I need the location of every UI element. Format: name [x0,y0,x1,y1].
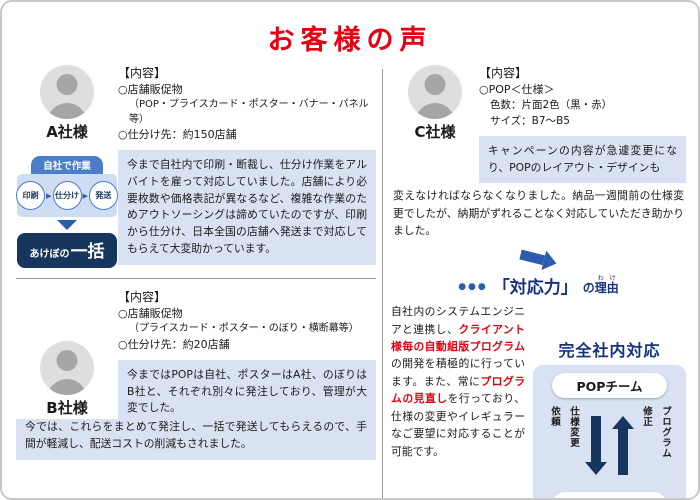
company-a-testimonial: 今まで自社内で印刷・断裁し、仕分け作業をアルバイトを雇って対応していました。店舗… [118,150,376,265]
step-arrow-icon: ▶ [46,191,52,200]
company-a-section: A社様 自社で作業 印刷 ▶ 仕分け ▶ 発送 あけぼの一括 [16,65,376,268]
reason-heading: ●●● 「対応力」 の理由わけ [391,273,686,298]
pop-team-box: POPチーム [551,373,668,399]
content-line: ○店舗販促物 [118,83,183,97]
up-arrow-icon [612,415,634,475]
content-line: ○仕分け先：約20店舗 [118,337,230,351]
company-a-label: A社様 [46,123,88,141]
flow-label-program: プログラム [660,406,671,459]
person-icon [47,379,87,395]
company-a-avatar [40,65,94,119]
company-a-content: 【内容】 ○店舗販促物 （POP・プライスカード・ポスター・バナー・パネル等） … [118,65,376,268]
content-header: 【内容】 [118,66,167,80]
workflow-steps: 印刷 ▶ 仕分け ▶ 発送 [16,174,118,217]
company-b-avatar-column: B社様 [16,289,118,419]
flow-label-request: 依頼 [549,406,560,428]
reason-text-normal: の開発を積極的に行っています。また、常に [391,357,525,388]
step-print: 印刷 [16,181,46,210]
inhouse-flow: 依頼 仕様変更 修正 プログラム [541,404,678,486]
person-icon [56,350,78,371]
akebono-batch-box: あけぼの一括 [17,233,117,268]
reason-heading-main: 「対応力」 [492,278,578,299]
person-icon [47,103,87,119]
company-a-avatar-column: A社様 自社で作業 印刷 ▶ 仕分け ▶ 発送 あけぼの一括 [16,65,118,268]
inhouse-support-diagram: 完全社内対応 POPチーム 依頼 仕様変更 修正 プログラム 社内SE [533,303,686,498]
step-ship: 発送 [88,181,118,210]
content-line: サイズ：B7～B5 [490,114,570,127]
company-b-content: 【内容】 ○店舗販促物 （プライスカード・ポスター・のぼり・横断幕等） ○仕分け… [118,289,376,419]
reason-paragraph: 自社内のシステムエンジニアと連携し、クライアント様毎の自動組版プログラムの開発を… [391,303,526,498]
company-c-label: C社様 [414,123,456,141]
content-line: ○仕分け先：約150店舗 [118,128,237,142]
flow-label-fix: 修正 [641,406,652,428]
company-b-testimonial-part2: 今では、これらをまとめて発注し、一括で発送してもらえるので、手間が軽減し、配送コ… [16,418,376,461]
section-divider [16,278,376,279]
company-b-testimonial-part1: 今まではPOPは自社、ポスターはA社、のぼりはB社と、それぞれ別々に発注しており… [118,359,376,419]
content-line: （POP・プライスカード・ポスター・バナー・パネル等） [129,99,369,125]
company-c-testimonial-part1: キャンペーンの内容が急遽変更になり、POPのレイアウト・デザインも [479,135,686,184]
inhouse-work-header: 自社で作業 [31,156,103,174]
company-c-avatar-column: C社様 [391,65,479,183]
reason-text-highlight: プログラムの見直し [391,374,526,406]
dots-icon: ●●● [458,282,488,293]
person-icon [415,103,455,119]
inhouse-work-diagram: 自社で作業 印刷 ▶ 仕分け ▶ 発送 あけぼの一括 [16,154,118,268]
main-area: A社様 自社で作業 印刷 ▶ 仕分け ▶ 発送 あけぼの一括 [2,57,698,498]
company-c-content: 【内容】 ○POP＜仕様＞ 色数：片面2色（黒・赤） サイズ：B7～B5 キャン… [479,65,686,184]
content-line: ○POP＜仕様＞ [479,83,555,97]
right-column: C社様 【内容】 ○POP＜仕様＞ 色数：片面2色（黒・赤） サイズ：B7～B5… [391,65,686,498]
company-c-avatar [408,65,462,119]
company-b-avatar [40,341,94,395]
reason-text-normal: を行っており、仕様の変更やイレギュラーなご要望に対応することが可能です。 [391,392,525,458]
content-line: 色数：片面2色（黒・赤） [490,99,613,112]
reason-body-area: 自社内のシステムエンジニアと連携し、クライアント様毎の自動組版プログラムの開発を… [391,303,686,498]
reason-heading-suffix: の理由わけ [582,275,619,296]
akebono-emphasis: 一括 [70,242,105,262]
company-c-testimonial-part2: 変えなければならなくなりました。納品一週間前の仕様変更でしたが、納期がずれること… [393,189,684,237]
akebono-label: あけぼの [29,249,70,260]
company-b-label: B社様 [46,399,88,417]
down-arrow-icon [585,415,607,475]
content-header: 【内容】 [479,66,528,80]
person-icon [424,74,446,95]
inhouse-support-box: POPチーム 依頼 仕様変更 修正 プログラム 社内SE [533,365,686,498]
column-divider [382,69,383,498]
content-line: （プライスカード・ポスター・のぼり・横断幕等） [129,323,359,335]
content-line: ○店舗販促物 [118,307,183,321]
reason-text-normal: 自社内のシステムエンジニアと連携し、 [391,305,525,336]
left-column: A社様 自社で作業 印刷 ▶ 仕分け ▶ 発送 あけぼの一括 [16,65,376,498]
company-b-section: B社様 【内容】 ○店舗販促物 （プライスカード・ポスター・のぼり・横断幕等） … [16,289,376,419]
person-icon [56,74,78,95]
flow-label-spec-change: 仕様変更 [568,406,579,449]
content-header: 【内容】 [118,290,167,304]
reason-word-ruby: 理由わけ [594,275,619,296]
down-arrow-icon [57,220,77,230]
reason-text-highlight: クライアント様毎の自動組版プログラム [391,322,525,353]
inhouse-se-box: 社内SE [551,492,668,498]
company-c-section: C社様 【内容】 ○POP＜仕様＞ 色数：片面2色（黒・赤） サイズ：B7～B5… [391,65,686,184]
inhouse-support-title: 完全社内対応 [558,341,661,361]
page-title: お客様の声 [267,25,433,56]
step-arrow-icon: ▶ [82,191,88,200]
step-sort: 仕分け [52,181,82,210]
